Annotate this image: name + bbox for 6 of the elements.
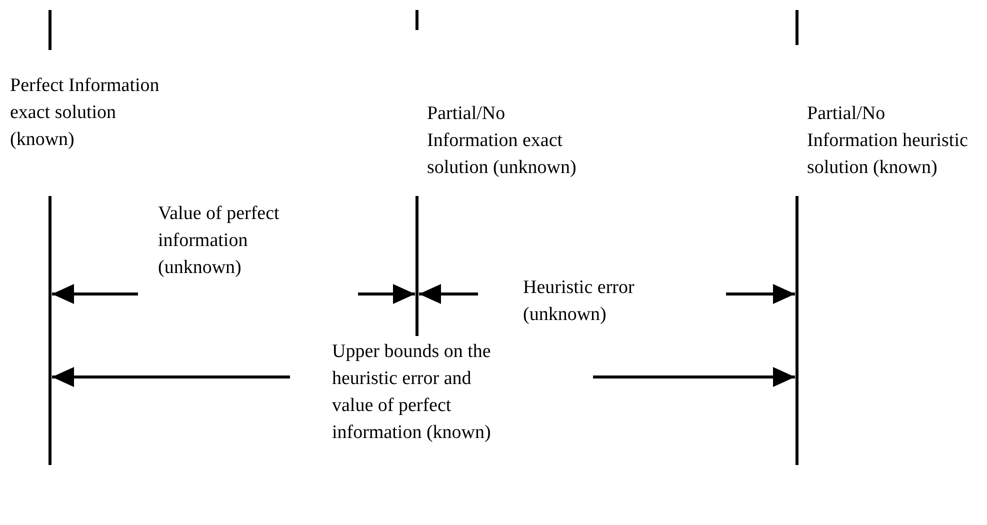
annotation-text: Partial/No Information exact solution (unknown) bbox=[427, 102, 577, 180]
annotation-text: Partial/No Information heuristic solution (known) bbox=[807, 102, 969, 180]
annotation-text: Upper bounds on the heuristic error and value of perfect information (known) bbox=[332, 340, 492, 445]
annotation-text: Value of perfect information (unknown) bbox=[158, 202, 280, 280]
annotation-text: Heuristic error (unknown) bbox=[523, 276, 636, 327]
annotation-text: Perfect Information exact solution (known) bbox=[10, 74, 160, 152]
